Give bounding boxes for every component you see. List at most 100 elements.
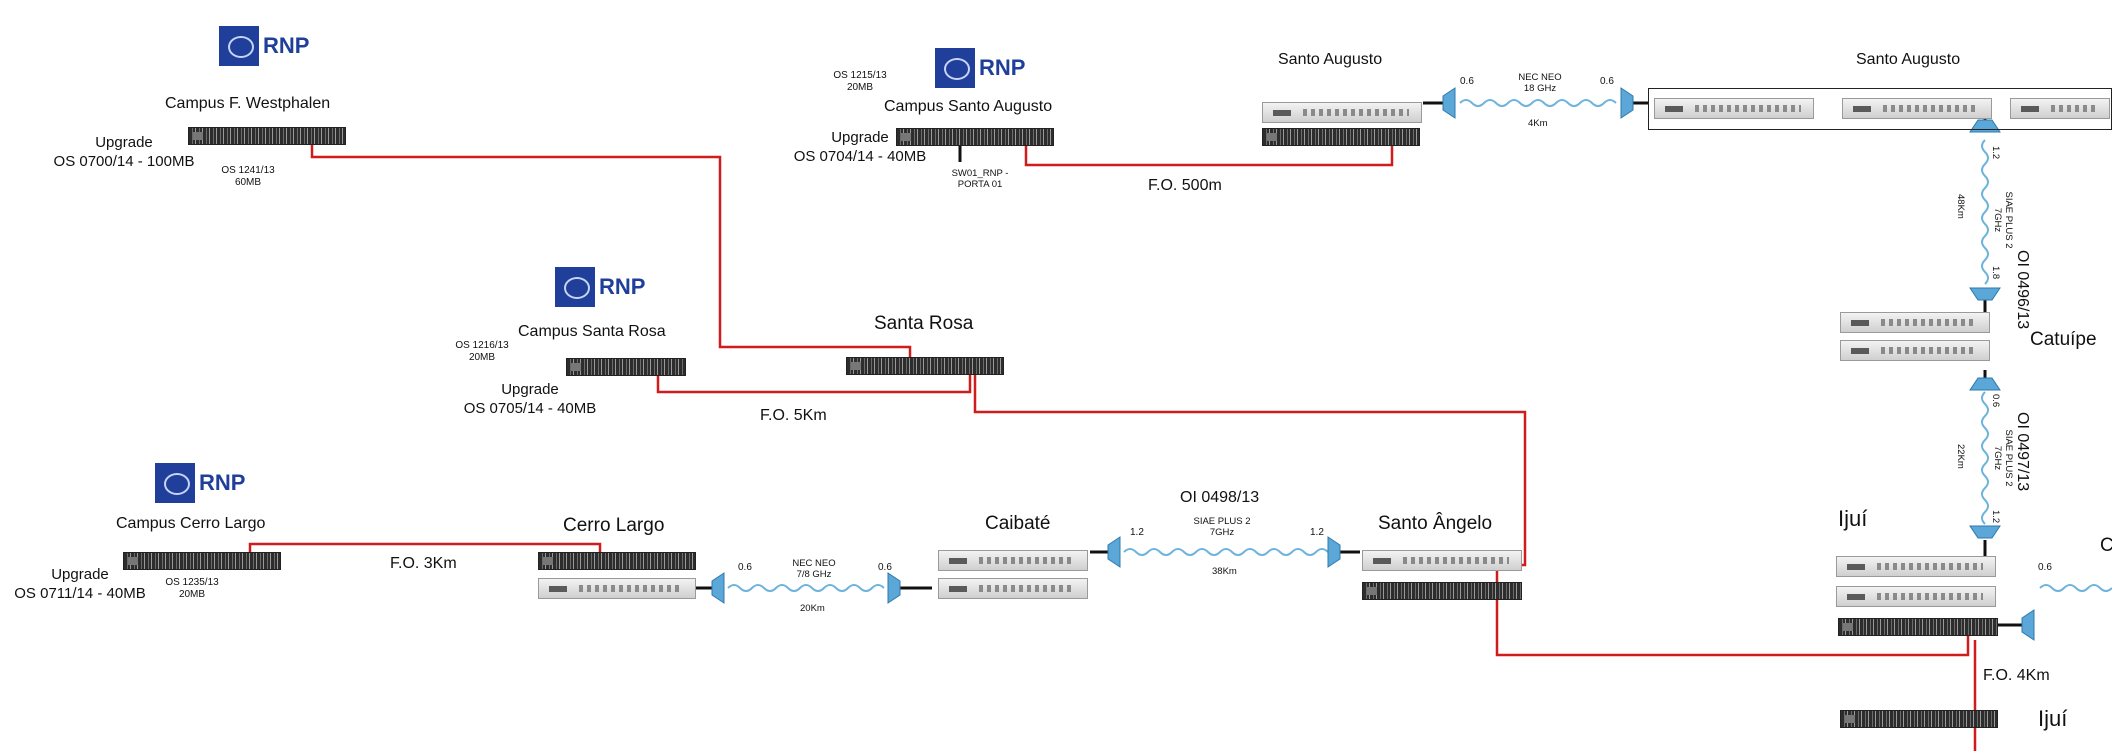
rnp-logo-santarosa: RNP bbox=[555, 267, 645, 307]
campus-santarosa-name: Campus Santa Rosa bbox=[518, 323, 666, 340]
mw-santoaugusto bbox=[1459, 99, 1617, 107]
sa-gain-r: 0.6 bbox=[1600, 76, 1614, 87]
radio-caibate-1 bbox=[938, 550, 1088, 571]
radio-ijui-2 bbox=[1836, 586, 1996, 607]
mw-ijui-out bbox=[2039, 584, 2112, 592]
site-ijui-a: Ijuí bbox=[1838, 506, 1868, 531]
rnp-globe-icon bbox=[935, 48, 975, 88]
switch-santoaugusto-campus bbox=[896, 128, 1054, 146]
antenna-cl-left bbox=[711, 572, 725, 604]
fiber-westphalen-santarosa bbox=[310, 127, 912, 358]
ca-gain-r: 1.2 bbox=[1310, 527, 1324, 538]
v1-dist: 48Km bbox=[1955, 194, 1966, 219]
microwave-links bbox=[727, 99, 2112, 592]
rnp-logo-cerrolargo: RNP bbox=[155, 463, 245, 503]
campus-cerrolargo-name: Campus Cerro Largo bbox=[116, 515, 266, 532]
fiber-links bbox=[248, 127, 1977, 751]
ijui-out-next: C bbox=[2100, 535, 2112, 556]
site-caibate: Caibaté bbox=[985, 513, 1051, 534]
v2-gain-t: 0.6 bbox=[1990, 394, 2001, 408]
v1-oi: OI 0496/13 bbox=[2014, 250, 2031, 330]
campus-westphalen-name: Campus F. Westphalen bbox=[165, 95, 331, 112]
antenna-sa-left bbox=[1442, 87, 1456, 119]
switch-santoangelo bbox=[1362, 582, 1522, 600]
radio-santoaugusto-b2 bbox=[1842, 98, 1992, 119]
switch-westphalen bbox=[188, 127, 346, 145]
rnp-globe-icon bbox=[155, 463, 195, 503]
switch-santarosa-campus bbox=[566, 358, 686, 376]
antenna-ca-right bbox=[1327, 536, 1341, 568]
antenna-sa-right bbox=[1620, 87, 1634, 119]
cl-gain-r: 0.6 bbox=[878, 562, 892, 573]
site-cerrolargo: Cerro Largo bbox=[563, 515, 665, 536]
site-santarosa: Santa Rosa bbox=[874, 313, 974, 334]
fiber-label-santarosa: F.O. 5Km bbox=[760, 407, 827, 424]
fiber-label-santoaugusto: F.O. 500m bbox=[1148, 177, 1222, 194]
fiber-ijui bbox=[1495, 590, 1970, 657]
radio-catuipe-2 bbox=[1840, 340, 1990, 361]
rnp-logo-westphalen: RNP bbox=[219, 26, 309, 66]
mw-v1 bbox=[1981, 139, 1989, 285]
rnp-globe-icon bbox=[555, 267, 595, 307]
antenna-v2-top bbox=[1969, 377, 2001, 391]
radio-santoaugusto-a bbox=[1262, 102, 1422, 123]
v2-gain-b: 1.2 bbox=[1990, 510, 2001, 524]
v1-gain-b: 1.8 bbox=[1990, 266, 2001, 280]
site-ijui-b: Ijuí bbox=[2038, 706, 2068, 731]
antenna-v2-bot bbox=[1969, 525, 2001, 539]
mw-v2 bbox=[1981, 391, 1989, 525]
campus-santoaugusto-name: Campus Santo Augusto bbox=[884, 98, 1053, 115]
switch-cerrolargo bbox=[538, 552, 696, 570]
rnp-globe-icon bbox=[219, 26, 259, 66]
ijui-out-gain: 0.6 bbox=[2038, 562, 2052, 573]
switch-ijui-a bbox=[1838, 618, 1998, 636]
site-santoaugusto-b: Santo Augusto bbox=[1856, 51, 1961, 68]
radio-ijui-1 bbox=[1836, 556, 1996, 577]
v1-gain-t: 1.2 bbox=[1990, 146, 2001, 160]
cl-gain-l: 0.6 bbox=[738, 562, 752, 573]
sa-radio-dist: 4Km bbox=[1528, 118, 1548, 129]
radio-caibate-2 bbox=[938, 578, 1088, 599]
cl-dist: 20Km bbox=[800, 603, 825, 614]
switch-cerrolargo-campus bbox=[123, 552, 281, 570]
radio-santoaugusto-b1 bbox=[1654, 98, 1814, 119]
radio-catuipe-1 bbox=[1840, 312, 1990, 333]
mw-caibate bbox=[1123, 548, 1329, 556]
v2-oi: OI 0497/13 bbox=[2014, 412, 2031, 492]
antennas bbox=[711, 87, 2035, 641]
site-santoaugusto-a: Santo Augusto bbox=[1278, 51, 1383, 68]
antenna-v1-bot bbox=[1969, 287, 2001, 301]
radio-santoaugusto-b3 bbox=[2010, 98, 2110, 119]
site-catuipe: Catuípe bbox=[2030, 329, 2097, 350]
ca-gain-l: 1.2 bbox=[1130, 527, 1144, 538]
v2-dist: 22Km bbox=[1955, 444, 1966, 469]
site-santoangelo: Santo Ângelo bbox=[1378, 513, 1493, 534]
switch-ijui-b bbox=[1840, 710, 1998, 728]
santoaugusto-port: SW01_RNP -PORTA 01 bbox=[951, 168, 1009, 190]
fiber-cerrolargo bbox=[248, 542, 602, 553]
switch-santarosa bbox=[846, 357, 1004, 375]
fiber-label-ijui: F.O. 4Km bbox=[1983, 667, 2050, 684]
radio-cerrolargo bbox=[538, 578, 696, 599]
antenna-ijui-out bbox=[2021, 609, 2035, 641]
radio-santoangelo bbox=[1362, 550, 1522, 571]
ca-oi: OI 0498/13 bbox=[1180, 489, 1260, 506]
fiber-label-cerrolargo: F.O. 3Km bbox=[390, 555, 457, 572]
mw-cerrolargo bbox=[727, 584, 885, 592]
ca-dist: 38Km bbox=[1212, 566, 1237, 577]
antenna-cl-right bbox=[887, 572, 901, 604]
